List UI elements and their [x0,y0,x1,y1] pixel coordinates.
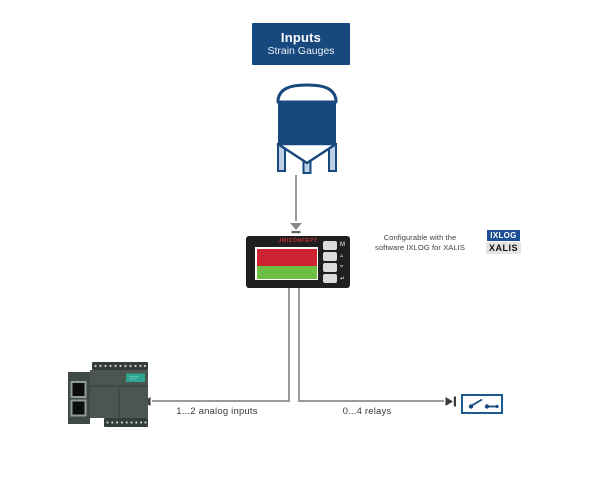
inputs-subtitle: Strain Gauges [267,45,335,57]
software-note-line2: software IXLOG for XALIS [375,242,465,252]
device-button-column: M ▵ ▿ ↵ [323,241,345,285]
arrow-down-icon [290,223,302,234]
connector-horizontal-right [300,400,444,402]
indicator-device: JM|CONCEPT M ▵ ▿ ↵ [246,236,350,288]
connector-tank-to-device [295,175,297,221]
software-note-line1: Configurable with the [383,233,457,242]
device-button-enter-label: ↵ [340,275,346,282]
plc-icon [68,362,148,427]
storage-tank-icon [276,83,338,174]
device-brand-label: JM|CONCEPT [278,238,318,244]
inputs-title: Inputs [280,30,322,45]
device-button-up-label: ▵ [340,253,344,260]
device-button-down-label: ▿ [340,264,344,271]
display-green-zone [256,265,317,279]
arrow-right-icon [445,396,456,407]
analog-inputs-label: 1...2 analog inputs [176,406,258,417]
software-note: Configurable with the software IXLOG for… [362,233,478,252]
device-button-enter [323,274,337,283]
relays-label: 0...4 relays [342,406,392,417]
device-button-down [323,263,337,272]
device-display [255,247,318,280]
xalis-badge: XALIS [486,242,521,254]
display-red-zone [256,248,317,266]
inputs-header-box: Inputs Strain Gauges [252,23,350,65]
connector-vertical-right [298,288,300,402]
device-button-m-label: M [340,242,345,249]
relay-icon [461,394,503,414]
device-button-up [323,252,337,261]
device-button-m [323,241,337,250]
connector-horizontal-left [152,400,290,402]
ixlog-badge: IXLOG [487,230,520,241]
connector-vertical-left [288,288,290,402]
